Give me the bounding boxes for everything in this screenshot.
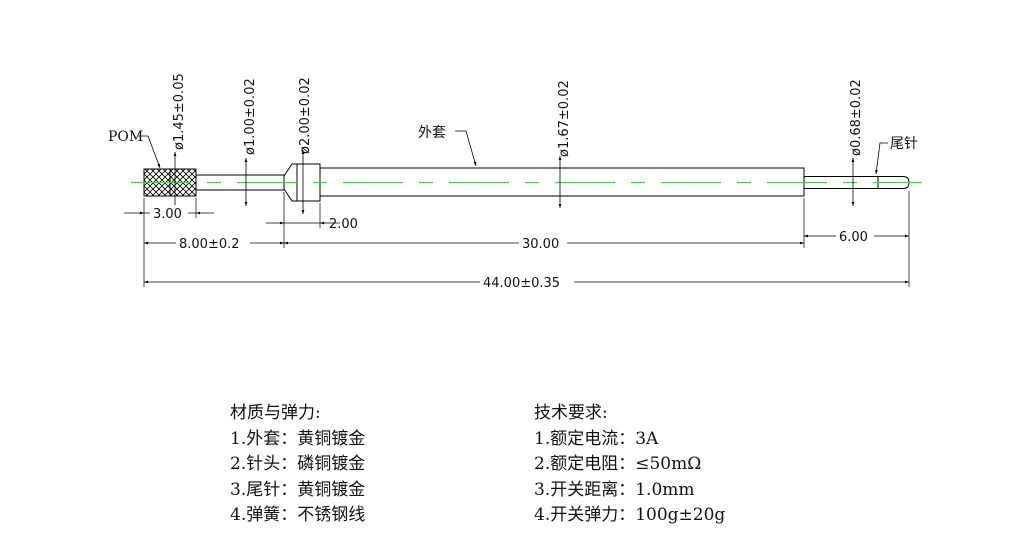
length-label-44-00: 44.00±0.35 bbox=[483, 276, 560, 291]
diameter-dimensions bbox=[173, 150, 855, 214]
callout-sleeve: 外套 bbox=[418, 125, 446, 141]
technical-item: 4.开关弹力：100g±20g bbox=[534, 505, 726, 525]
diameter-label-1-67: ø1.67±0.02 bbox=[557, 80, 572, 157]
technical-item: 1.额定电流：3A bbox=[534, 428, 659, 449]
technical-title: 技术要求: bbox=[534, 403, 608, 423]
label-mask bbox=[519, 235, 567, 251]
length-label-2-00: 2.00 bbox=[329, 217, 358, 232]
label-mask bbox=[150, 205, 188, 221]
technical-item: 2.额定电阻：≤50mΩ bbox=[534, 454, 702, 474]
diameter-label-1-45: ø1.45±0.05 bbox=[172, 73, 187, 150]
technical-item: 3.开关距离：1.0mm bbox=[534, 479, 695, 500]
materials-item: 4.弹簧：不锈钢线 bbox=[230, 505, 366, 525]
diameter-label-2-00: ø2.00±0.02 bbox=[298, 77, 313, 154]
label-mask bbox=[836, 228, 874, 244]
sleeve-collar bbox=[283, 163, 321, 202]
technical-requirements: 技术要求: 1.额定电流：3A 2.额定电阻：≤50mΩ 3.开关距离：1.0m… bbox=[534, 401, 725, 529]
materials-item: 1.外套：黄铜镀金 bbox=[230, 428, 366, 449]
materials-notes: 材质与弹力: 1.外套：黄铜镀金 2.针头：磷铜镀金 3.尾针：黄铜镀金 4.弹… bbox=[230, 401, 365, 529]
length-label-3-00: 3.00 bbox=[153, 207, 182, 222]
materials-item: 2.针头：磷铜镀金 bbox=[230, 454, 366, 474]
materials-item: 3.尾针：黄铜镀金 bbox=[230, 479, 366, 500]
callout-leaders bbox=[138, 130, 888, 175]
callout-pom: POM bbox=[108, 129, 143, 145]
label-mask bbox=[480, 274, 574, 290]
materials-title: 材质与弹力: bbox=[230, 403, 321, 423]
diameter-label-0-68: ø0.68±0.02 bbox=[849, 79, 864, 156]
label-mask bbox=[176, 235, 250, 251]
length-label-8-00: 8.00±0.2 bbox=[179, 237, 240, 252]
length-label-6-00: 6.00 bbox=[839, 230, 868, 245]
length-label-30-00: 30.00 bbox=[522, 237, 559, 252]
callout-tail-pin: 尾针 bbox=[890, 136, 918, 152]
diameter-label-1-00: ø1.00±0.02 bbox=[243, 78, 258, 155]
